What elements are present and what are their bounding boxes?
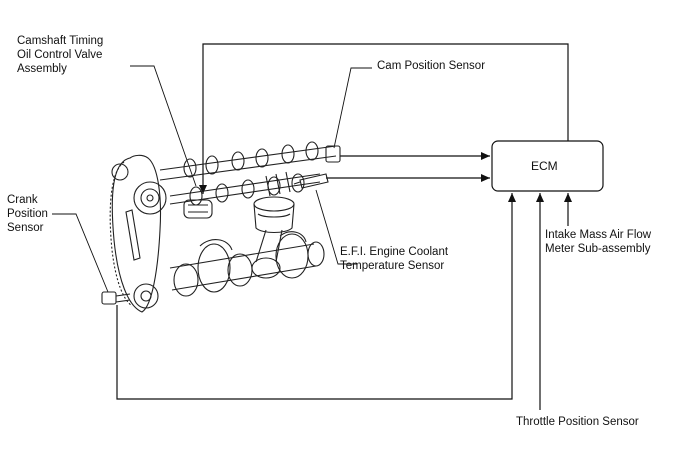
coolant-temp-sensor-label: E.F.I. Engine Coolant Temperature Sensor — [340, 246, 449, 272]
engine-illustration — [101, 141, 341, 313]
ocv-control-line — [199, 43, 569, 194]
cam-position-sensor-label: Cam Position Sensor — [377, 60, 486, 72]
crank-position-sensor-label: Crank Position Sensor — [7, 194, 48, 234]
crank-signal-line — [116, 193, 516, 400]
maf-label: Intake Mass Air Flow Meter Sub-assembly — [545, 229, 652, 255]
coolant-leader — [315, 189, 357, 265]
ecm-box — [491, 140, 604, 192]
crank-leader — [52, 213, 109, 293]
throttle-position-sensor-label: Throttle Position Sensor — [516, 416, 639, 428]
ecm-label: ECM — [531, 159, 558, 173]
camshaft-timing-label: Camshaft Timing Oil Control Valve Assemb… — [17, 35, 104, 75]
cam-sensor-leader — [333, 67, 372, 149]
camshaft-leader — [130, 65, 197, 187]
